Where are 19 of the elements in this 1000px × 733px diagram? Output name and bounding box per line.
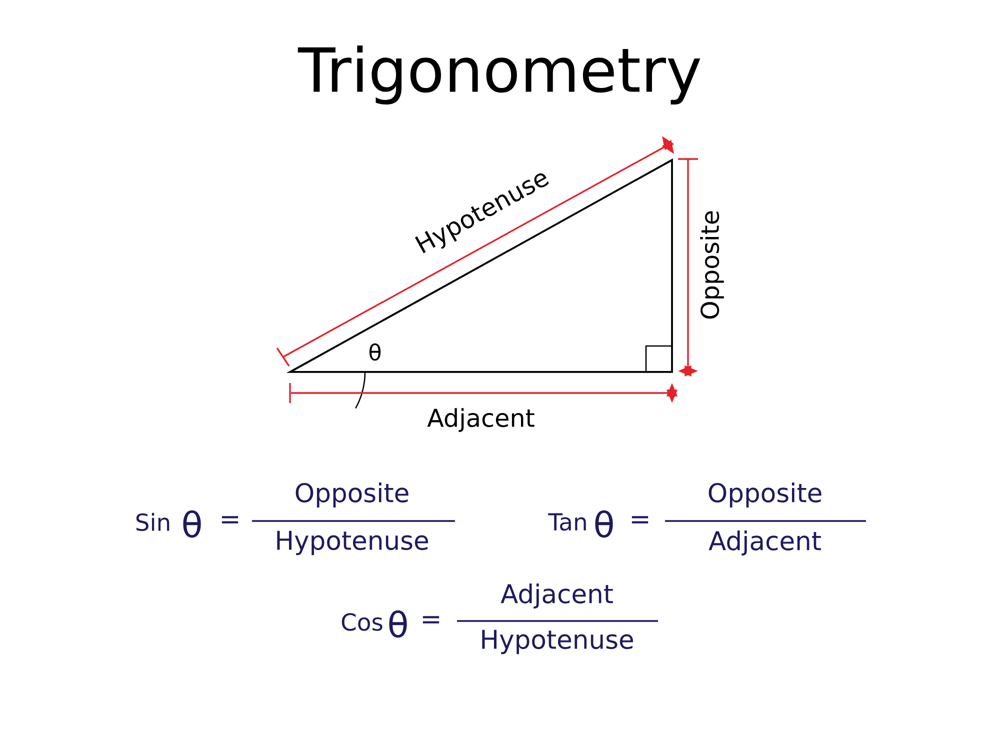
numerator: Opposite xyxy=(708,482,822,508)
equals-sign: = xyxy=(222,516,238,524)
denominator: Hypotenuse xyxy=(277,530,428,556)
theta-symbol: θ xyxy=(595,510,613,538)
denominator: Adjacent xyxy=(708,530,821,556)
equals-sign: = xyxy=(422,616,440,624)
numerator: Opposite xyxy=(296,482,408,508)
theta-symbol: θ xyxy=(389,610,407,638)
equals-sign: = xyxy=(632,516,648,524)
side-label: Opposite xyxy=(700,211,724,319)
function-name: Tan xyxy=(548,513,586,531)
side-label: Adjacent xyxy=(427,408,534,432)
theta-symbol: θ xyxy=(183,510,201,538)
numerator: Adjacent xyxy=(500,584,613,608)
function-name: Cos xyxy=(342,613,382,631)
denominator: Hypotenuse xyxy=(482,630,633,654)
title: Trigonometry xyxy=(298,46,700,104)
angle-label: θ xyxy=(369,343,381,361)
function-name: Sin xyxy=(136,512,170,532)
